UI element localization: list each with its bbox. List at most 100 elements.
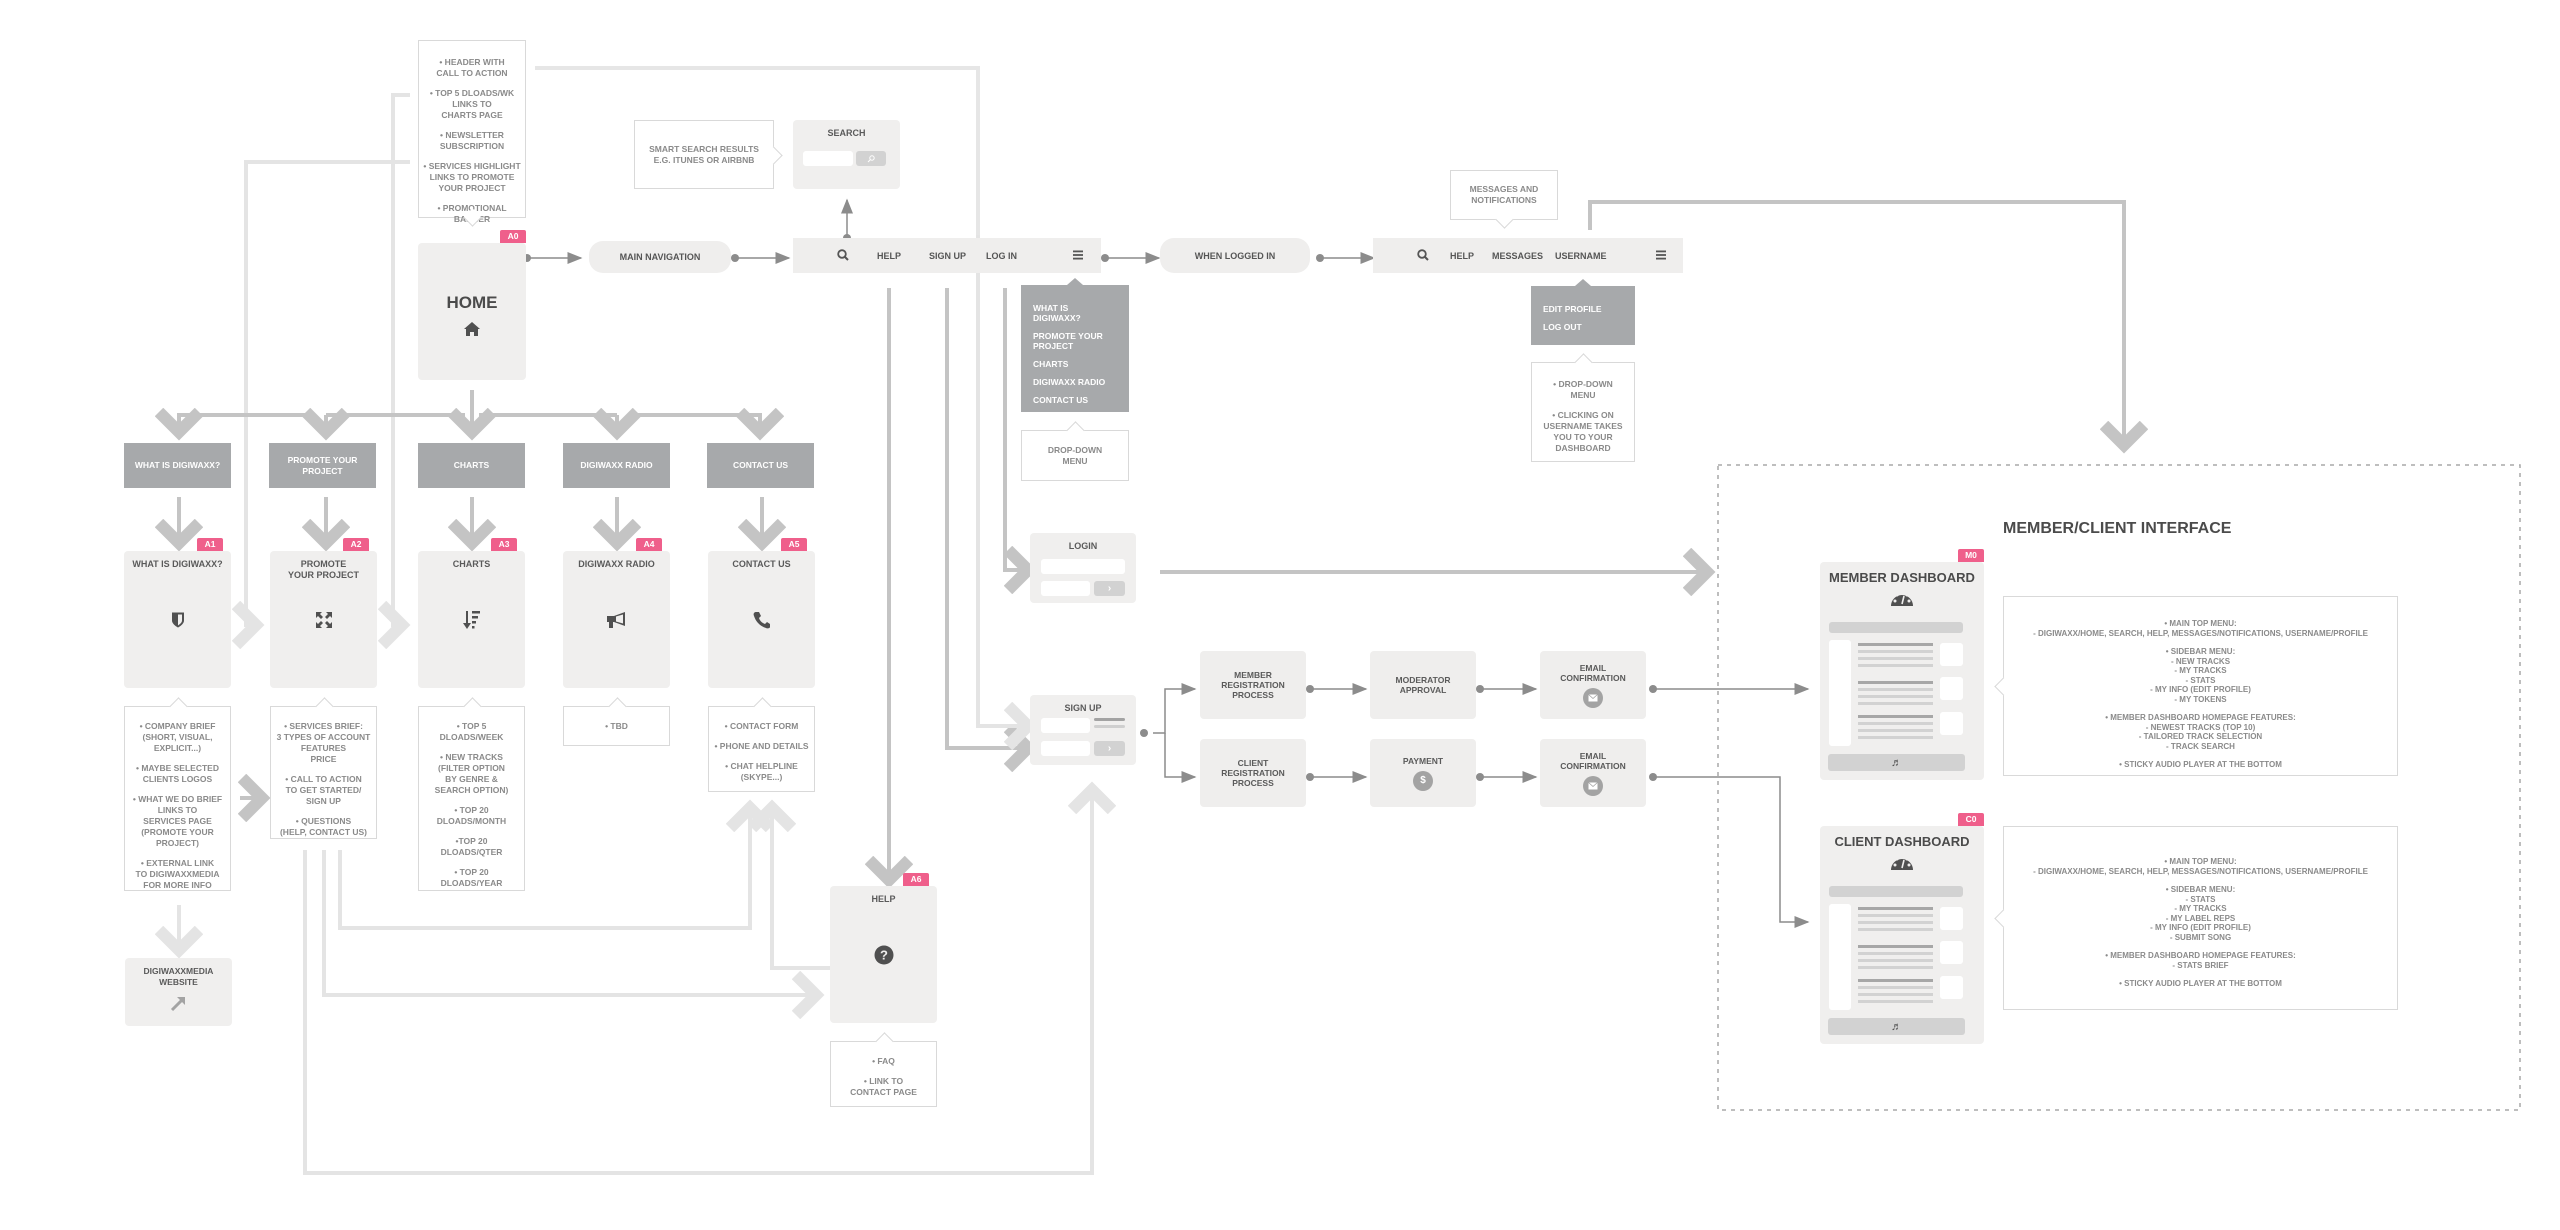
user-dropdown-note: • DROP-DOWN MENU • CLICKING ON USERNAME … — [1531, 353, 1635, 462]
nav-username-link[interactable]: USERNAME — [1555, 250, 1607, 261]
process-label: CLIENT REGISTRATION PROCESS — [1221, 758, 1285, 788]
search-note: SMART SEARCH RESULTS E.G. iTUNES OR AIRB… — [634, 120, 783, 189]
notes-digiwaxx-radio: • TBD — [563, 697, 670, 746]
note-item: • STICKY AUDIO PLAYER AT THE BOTTOM — [2119, 979, 2282, 988]
user-navbar: HELP MESSAGES USERNAME — [1373, 238, 1683, 273]
home-icon — [418, 321, 526, 337]
guest-dropdown-note: DROP-DOWN MENU — [1021, 421, 1129, 481]
main-navigation-node: MAIN NAVIGATION — [589, 241, 731, 273]
signup-text-placeholder — [1094, 725, 1125, 728]
dropdown-item-edit-profile[interactable]: EDIT PROFILE — [1543, 304, 1602, 314]
note-item: • LINK TO CONTACT PAGE — [850, 1076, 917, 1097]
hamburger-menu-button[interactable] — [1656, 250, 1666, 261]
dropdown-item-charts[interactable]: CHARTS — [1033, 359, 1069, 369]
login-username-field[interactable] — [1041, 559, 1125, 574]
page-title: CONTACT US — [732, 559, 791, 569]
navbar-search-button[interactable] — [837, 248, 849, 263]
dropdown-item-log-out[interactable]: LOG OUT — [1543, 322, 1582, 332]
music-note-icon: ♬ — [1891, 756, 1902, 769]
client-dashboard-page[interactable]: C0 CLIENT DASHBOARD ♬ — [1820, 813, 1984, 1044]
home-notes: • HEADER WITH CALL TO ACTION • TOP 5 DLO… — [418, 40, 526, 227]
hamburger-icon — [1656, 250, 1666, 259]
nav-help-link[interactable]: HELP — [877, 250, 902, 261]
signup-field-2[interactable] — [1041, 741, 1090, 756]
hamburger-icon — [1073, 250, 1083, 259]
menu-charts[interactable]: CHARTS — [418, 443, 525, 488]
expand-arrows-icon — [270, 611, 377, 629]
notes-help: • FAQ • LINK TO CONTACT PAGE — [830, 1032, 937, 1107]
menu-promote-your-project[interactable]: PROMOTE YOUR PROJECT — [269, 443, 376, 488]
process-label: EMAIL CONFIRMATION — [1560, 750, 1626, 771]
envelope-icon — [1583, 775, 1603, 796]
phone-icon — [708, 611, 815, 629]
page-badge: A5 — [781, 538, 807, 551]
home-page[interactable]: A0 HOME — [418, 230, 526, 380]
menu-contact-us[interactable]: CONTACT US — [707, 443, 814, 488]
note-item: • FAQ — [872, 1056, 895, 1066]
note-item: • SIDEBAR MENU: - STATS - MY TRACKS - MY… — [2150, 885, 2251, 942]
note-pointer — [752, 697, 772, 716]
main-navigation-label: MAIN NAVIGATION — [619, 252, 701, 262]
nav-messages-link[interactable]: MESSAGES — [1492, 250, 1544, 261]
page-title: WHAT IS DIGIWAXX? — [132, 559, 223, 569]
search-icon — [1417, 248, 1429, 261]
note-item: • NEWSLETTER SUBSCRIPTION — [439, 130, 505, 151]
page-title: MEMBER DASHBOARD — [1829, 570, 1975, 585]
search-input[interactable] — [803, 151, 853, 166]
sticky-audio-player: ♬ — [1828, 754, 1965, 771]
user-dropdown-menu: EDIT PROFILE LOG OUT — [1531, 279, 1635, 345]
note-item: • MEMBER DASHBOARD HOMEPAGE FEATURES: - … — [2105, 713, 2296, 751]
login-password-field[interactable] — [1041, 581, 1090, 596]
dashboard-sidebar — [1829, 640, 1851, 746]
note-item: • NEW TRACKS (FILTER OPTION BY GENRE & S… — [434, 752, 509, 795]
note-item: • MAIN TOP MENU: - DIGIWAXX/HOME, SEARCH… — [2033, 619, 2368, 638]
page-badge: C0 — [1958, 813, 1984, 826]
nav-help-link[interactable]: HELP — [1450, 250, 1475, 261]
page-title: DIGIWAXX RADIO — [578, 559, 655, 569]
page-what-is-digiwaxx[interactable]: A1 WHAT IS DIGIWAXX? — [124, 538, 231, 688]
nav-login-link[interactable]: LOG IN — [986, 250, 1017, 261]
chevron-right-icon: › — [1107, 583, 1112, 594]
envelope-icon — [1583, 687, 1603, 708]
guest-dropdown-menu: WHAT IS DIGIWAXX? PROMOTE YOUR PROJECT C… — [1021, 278, 1129, 412]
dropdown-caret — [1067, 278, 1083, 285]
hamburger-menu-button[interactable] — [1073, 250, 1083, 261]
page-charts[interactable]: A3 CHARTS — [418, 538, 525, 688]
note-item: • DROP-DOWN MENU — [1553, 379, 1613, 400]
page-contact-us[interactable]: A5 CONTACT US — [708, 538, 815, 688]
external-digiwaxxmedia-website[interactable]: DIGIWAXXMEDIA WEBSITE — [125, 958, 232, 1026]
note-item: • TOP 5 DLOADS/WK LINKS TO CHARTS PAGE — [429, 88, 515, 120]
page-help[interactable]: A6 HELP ? — [830, 873, 937, 1023]
signup-submit-button[interactable]: › — [1094, 741, 1125, 756]
menu-digiwaxx-radio[interactable]: DIGIWAXX RADIO — [563, 443, 670, 488]
page-promote-your-project[interactable]: A2 PROMOTE YOUR PROJECT — [270, 538, 377, 688]
process-label: MEMBER REGISTRATION PROCESS — [1221, 670, 1285, 700]
dropdown-item-radio[interactable]: DIGIWAXX RADIO — [1033, 377, 1106, 387]
note-item: • TOP 20 DLOADS/YEAR — [440, 867, 503, 888]
dropdown-caret — [1575, 279, 1591, 286]
login-submit-button[interactable]: › — [1094, 581, 1125, 596]
dropdown-item-contact[interactable]: CONTACT US — [1033, 395, 1089, 405]
page-digiwaxx-radio[interactable]: A4 DIGIWAXX RADIO — [563, 538, 670, 688]
note-item: • MEMBER DASHBOARD HOMEPAGE FEATURES: - … — [2105, 951, 2296, 970]
note-item: • TOP 20 DLOADS/MONTH — [436, 805, 507, 826]
page-badge: A0 — [500, 230, 526, 243]
navbar-search-button[interactable] — [1417, 248, 1429, 263]
dropdown-item-promote[interactable]: PROMOTE YOUR PROJECT — [1033, 331, 1103, 351]
page-title: PROMOTE YOUR PROJECT — [287, 559, 359, 580]
megaphone-icon — [563, 611, 670, 629]
when-logged-in-node: WHEN LOGGED IN — [1160, 238, 1310, 273]
signup-field-1[interactable] — [1041, 718, 1090, 733]
search-icon — [867, 154, 875, 162]
search-note-text: SMART SEARCH RESULTS E.G. iTUNES OR AIRB… — [649, 143, 759, 165]
search-icon — [837, 248, 849, 261]
menu-what-is-digiwaxx[interactable]: WHAT IS DIGIWAXX? — [124, 443, 231, 488]
member-dashboard-page[interactable]: M0 MEMBER DASHBOARD ♬ — [1820, 549, 1984, 780]
note-pointer — [874, 1032, 894, 1051]
nav-signup-link[interactable]: SIGN UP — [929, 250, 967, 261]
external-arrow-icon — [125, 994, 232, 1012]
page-badge: A2 — [343, 538, 369, 551]
search-submit-button[interactable] — [856, 151, 886, 166]
dropdown-item-what-is-digiwaxx[interactable]: WHAT IS DIGIWAXX? — [1033, 303, 1081, 323]
dollar-icon: $ — [1413, 770, 1433, 791]
